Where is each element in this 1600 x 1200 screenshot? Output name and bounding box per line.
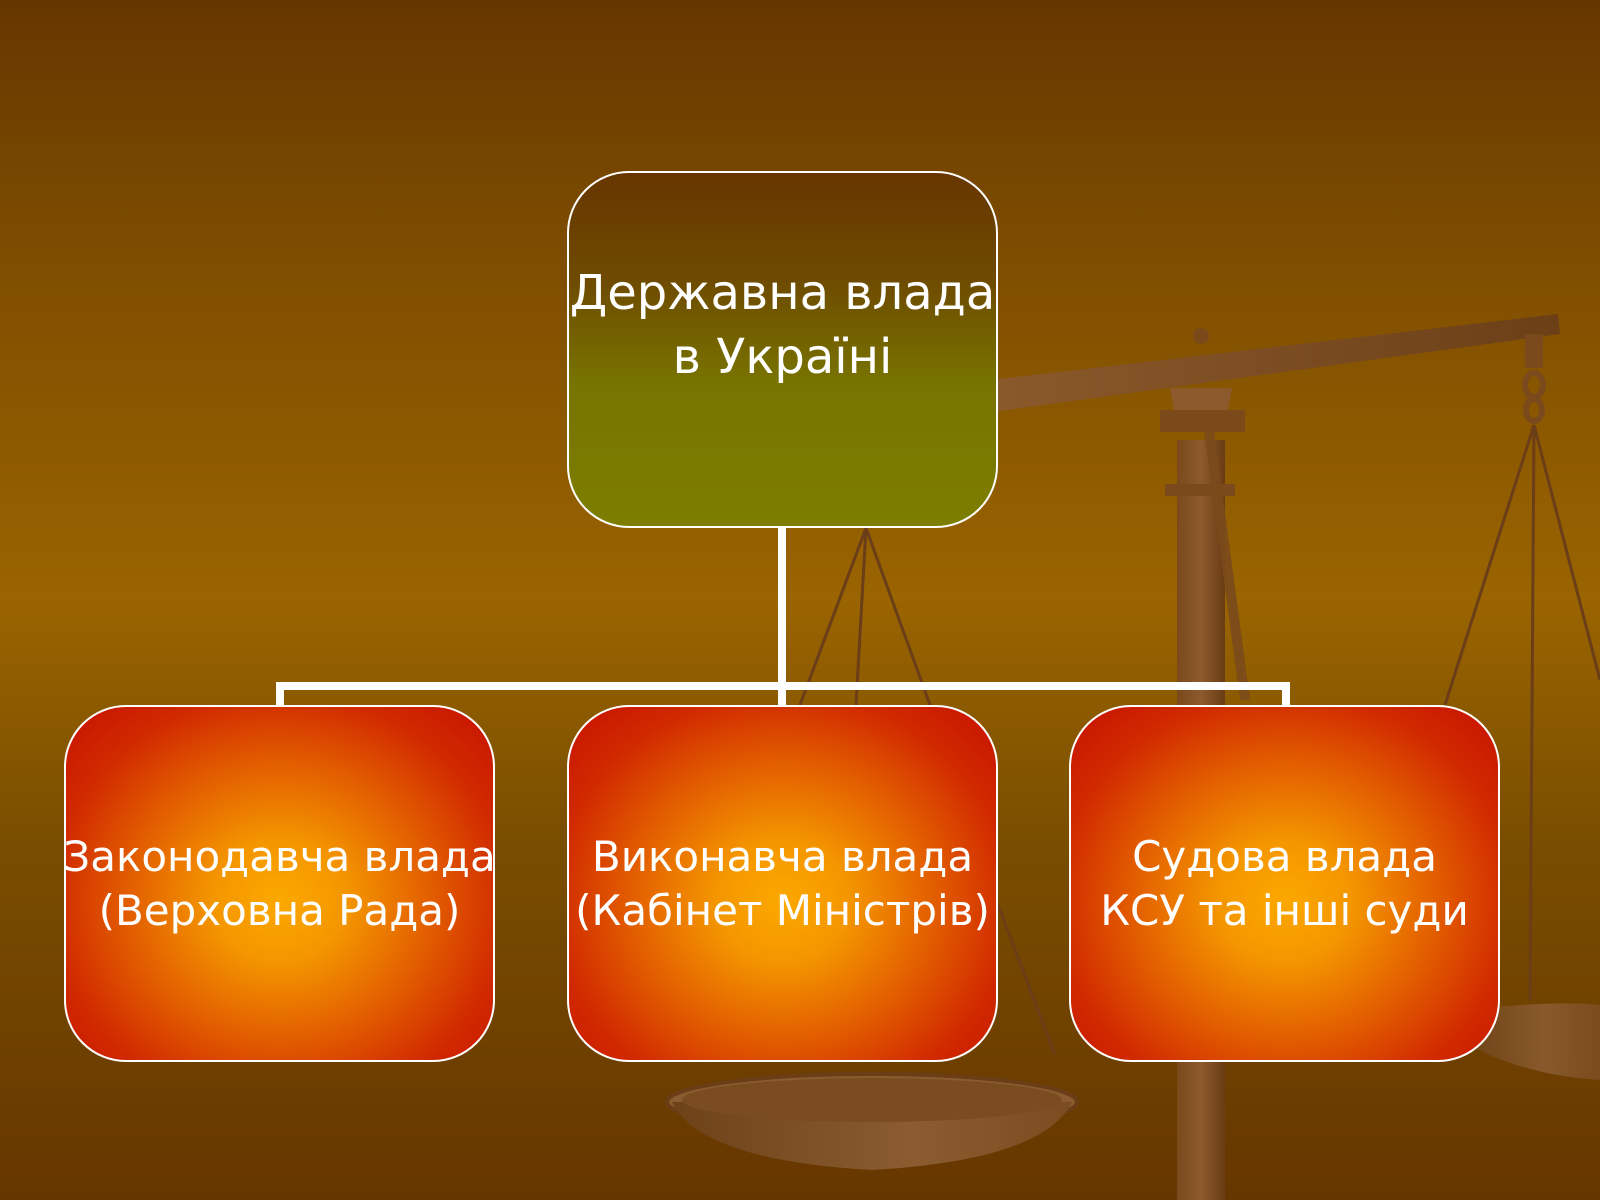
child-node-executive: Виконавча влада (Кабінет Міністрів) — [567, 705, 998, 1062]
root-node-line2: в Україні — [672, 328, 893, 385]
child-node-executive-line2: (Кабінет Міністрів) — [575, 885, 990, 935]
child-node-legislative-line1: Законодавча влада — [63, 831, 496, 881]
child-node-judicial-line1: Судова влада — [1132, 831, 1437, 881]
root-node-state-power: Державна влада в Україні — [567, 171, 998, 528]
child-node-legislative: Законодавча влада (Верховна Рада) — [63, 705, 496, 1062]
child-node-legislative-line2: (Верховна Рада) — [98, 885, 461, 935]
child-node-judicial: Судова влада КСУ та інші суди — [1069, 705, 1500, 1062]
root-node-line1: Державна влада — [569, 264, 996, 321]
child-node-judicial-line2: КСУ та інші суди — [1100, 885, 1469, 935]
child-node-executive-line1: Виконавча влада — [591, 831, 974, 881]
